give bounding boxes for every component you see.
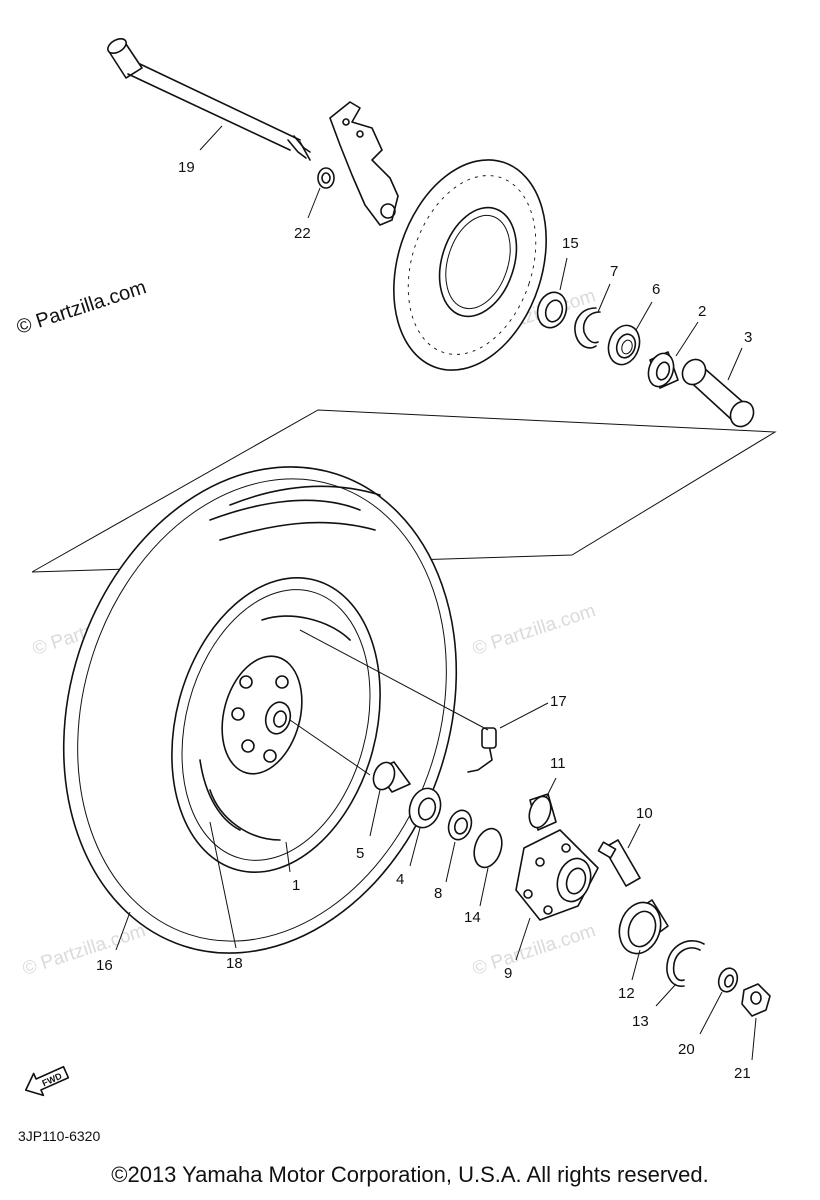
callout-1: 1 [292,877,300,894]
callout-21: 21 [734,1065,751,1082]
part-brake-disc [393,159,547,371]
callout-22: 22 [294,225,311,242]
leader-lines [115,125,757,1061]
callout-19: 19 [178,159,195,176]
callout-10: 10 [636,805,653,822]
part-oil-seal-upper [536,291,568,329]
callout-9: 9 [504,965,512,982]
callout-20: 20 [678,1041,695,1058]
part-axle-collar [317,167,335,189]
callout-2: 2 [698,303,706,320]
part-caliper-bracket [329,101,399,226]
callout-5: 5 [356,845,364,862]
part-spacer-lower [372,761,411,793]
part-air-valve [467,727,497,773]
callout-8: 8 [434,885,442,902]
callout-4: 4 [396,871,404,888]
callout-14: 14 [464,909,481,926]
callout-7: 7 [610,263,618,280]
callout-6: 6 [652,281,660,298]
part-bolt [597,839,641,887]
part-o-ring [473,827,503,869]
callout-11: 11 [550,755,566,772]
part-collar-lower [528,793,557,831]
callout-12: 12 [618,985,635,1002]
part-nut [741,983,771,1017]
copyright-notice: ©2013 Yamaha Motor Corporation, U.S.A. A… [111,1162,709,1187]
part-collar-upper [647,351,679,389]
part-driven-hub [515,829,599,921]
part-circlip-upper [574,307,601,349]
callout-13: 13 [632,1013,649,1030]
part-bearing-lower-left [408,787,442,829]
part-axle [107,37,311,161]
callout-16: 16 [96,957,113,974]
forward-arrow-icon: FWD [24,1065,70,1097]
callout-18: 18 [226,955,243,972]
part-bearing-lower-right [618,899,669,955]
callout-17: 17 [550,693,567,710]
callout-15: 15 [562,235,579,252]
part-bearing-upper [607,324,641,366]
drawing-code: 3JP110-6320 [18,1128,101,1144]
part-circlip-lower [666,940,705,987]
part-washer [717,967,739,993]
part-spacer-tube [681,358,755,428]
part-oil-seal-lower [447,809,473,841]
part-wheel-rim [171,577,381,873]
callout-3: 3 [744,329,752,346]
